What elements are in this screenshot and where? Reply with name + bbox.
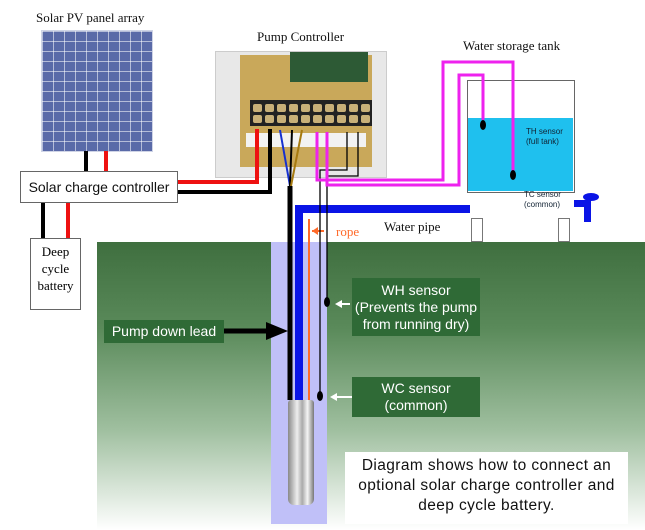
wc-arrow-head bbox=[330, 393, 337, 401]
wh-sensor-label: WH sensor (Prevents the pump from runnin… bbox=[352, 278, 480, 336]
th-sensor-probe bbox=[480, 120, 486, 130]
battery-line2: cycle bbox=[41, 261, 70, 276]
diagram-note: Diagram shows how to connect an optional… bbox=[345, 452, 628, 524]
wc-sensor-wire bbox=[319, 132, 348, 392]
tc-sensor-probe bbox=[510, 170, 516, 180]
pump-controller-label: Pump Controller bbox=[257, 29, 345, 44]
tc-sensor-line1: TC sensor bbox=[524, 190, 561, 199]
battery-line1: Deep bbox=[41, 244, 70, 259]
water-pipe-line bbox=[295, 205, 470, 400]
pump-down-lead-label: Pump down lead bbox=[104, 320, 224, 343]
tc-sensor-wire bbox=[315, 60, 515, 182]
controller-negative-wire bbox=[177, 129, 272, 194]
solar-panel-image bbox=[41, 30, 153, 152]
wh-sensor-line2: (Prevents the pump bbox=[354, 299, 478, 315]
wh-sensor-line1: WH sensor bbox=[381, 282, 451, 298]
battery-line3: battery bbox=[37, 278, 74, 293]
pump-lead-blue bbox=[279, 129, 291, 187]
wh-sensor-line3: from running dry) bbox=[362, 316, 470, 332]
rope-arrow-head bbox=[312, 227, 318, 235]
tank-water bbox=[468, 118, 573, 191]
wh-sensor-probe bbox=[324, 297, 330, 307]
tank-outlet-pipe bbox=[574, 200, 588, 207]
controller-positive-wire bbox=[177, 129, 259, 184]
submersible-pump bbox=[288, 400, 314, 505]
wh-sensor-wire bbox=[326, 132, 359, 298]
tc-sensor-line2: (common) bbox=[524, 200, 561, 209]
deep-cycle-battery: Deep cycle battery bbox=[30, 238, 81, 310]
rope-label: rope bbox=[336, 224, 360, 239]
circuit-board bbox=[290, 52, 368, 82]
water-pipe-label: Water pipe bbox=[384, 219, 441, 234]
note-line1: Diagram shows how to connect an bbox=[361, 457, 612, 474]
pump-lead-black bbox=[289, 129, 293, 187]
pump-down-lead-arrow-head bbox=[266, 322, 288, 340]
solar-panel-label: Solar PV panel array bbox=[36, 10, 145, 25]
note-line3: deep cycle battery. bbox=[418, 497, 555, 514]
th-sensor-line2: (full tank) bbox=[526, 137, 559, 146]
wc-sensor-label: WC sensor (common) bbox=[352, 377, 480, 417]
tank-leg-left bbox=[471, 218, 483, 242]
terminal-block bbox=[250, 100, 372, 126]
th-sensor-label: TH sensor (full tank) bbox=[526, 127, 563, 147]
wc-sensor-probe bbox=[317, 391, 323, 401]
th-sensor-line1: TH sensor bbox=[526, 127, 563, 136]
tc-sensor-label: TC sensor (common) bbox=[524, 190, 561, 210]
tank-leg-right bbox=[558, 218, 570, 242]
wh-arrow-head bbox=[335, 300, 342, 308]
tank-valve-handle bbox=[583, 193, 599, 201]
note-line2: optional solar charge controller and bbox=[358, 477, 615, 494]
tank-outlet-valve-body bbox=[584, 200, 591, 222]
water-tank-label: Water storage tank bbox=[463, 38, 561, 53]
wc-sensor-line1: WC sensor bbox=[381, 380, 451, 396]
th-sensor-wire bbox=[325, 73, 485, 187]
solar-charge-controller: Solar charge controller bbox=[20, 171, 178, 203]
wc-sensor-line2: (common) bbox=[384, 397, 448, 413]
pump-lead-brown bbox=[290, 129, 303, 187]
terminal-labels-strip bbox=[246, 133, 366, 147]
